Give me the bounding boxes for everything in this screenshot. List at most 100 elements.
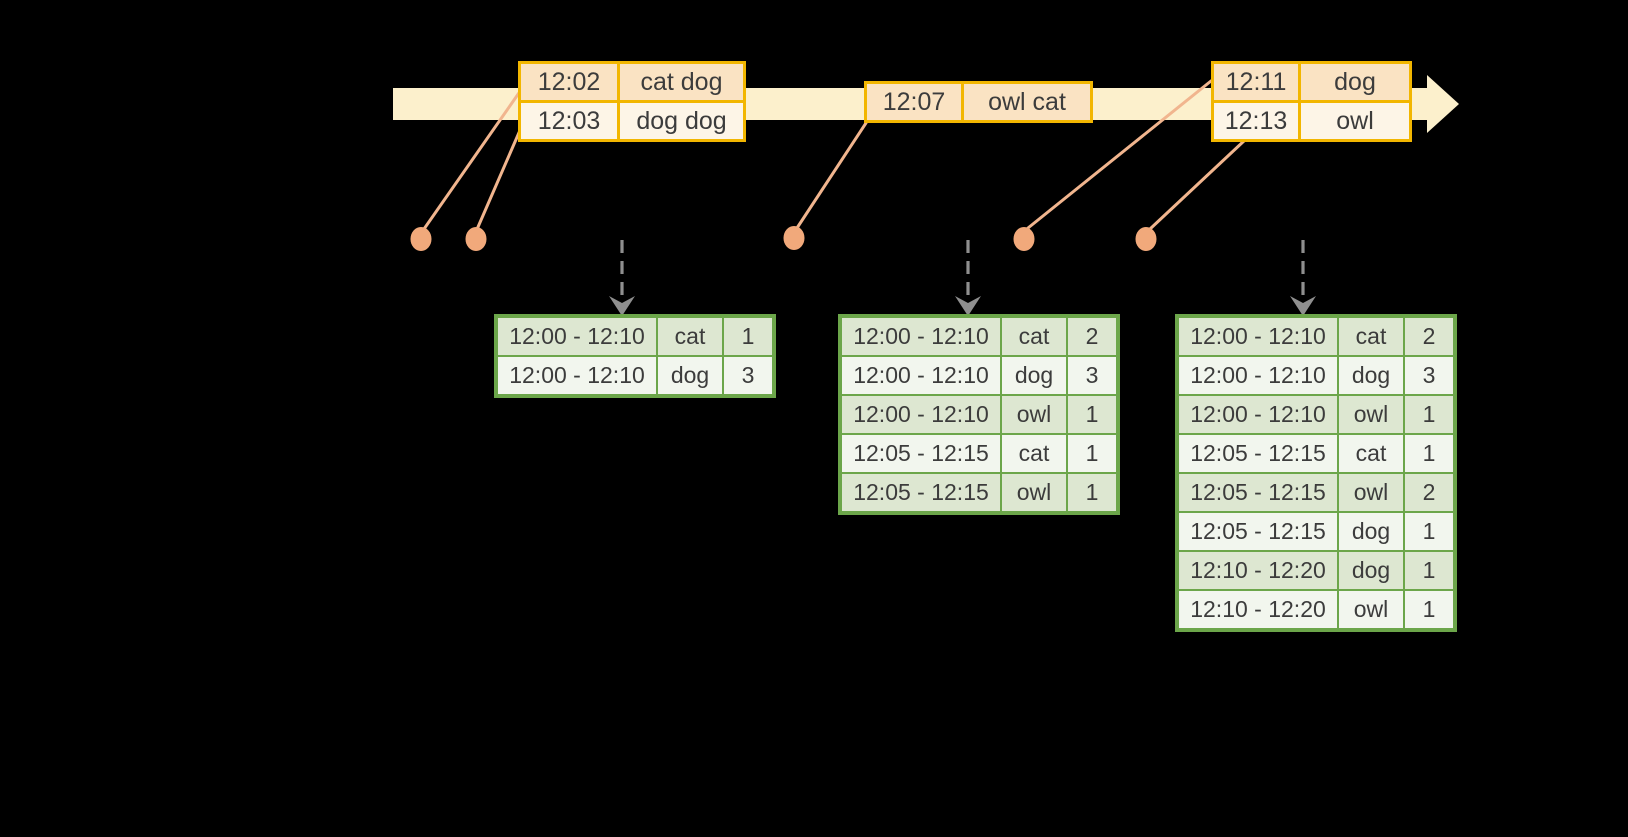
table-cell: 12:05 - 12:15 [1176, 511, 1339, 552]
table-cell: owl [1337, 394, 1405, 435]
event-dot-icon [1135, 227, 1157, 251]
table-cell: cat [656, 315, 724, 357]
table-cell: 12:10 - 12:20 [1176, 550, 1339, 591]
table-cell: owl [1000, 472, 1068, 514]
table-cell: cat dog [617, 61, 746, 103]
table-cell: dog dog [617, 100, 746, 142]
table-cell: cat [1337, 315, 1405, 357]
connector-line [1026, 79, 1213, 230]
table-cell: 3 [1403, 355, 1456, 396]
table-cell: 12:00 - 12:10 [839, 394, 1002, 435]
timeline-arrowhead-icon [1427, 75, 1459, 133]
table-cell: 12:13 [1211, 100, 1301, 142]
table-cell: 2 [1066, 315, 1119, 357]
table-cell: 12:05 - 12:15 [839, 472, 1002, 514]
trigger-arrowhead-icon [1290, 296, 1316, 316]
table-cell: 1 [1066, 394, 1119, 435]
table-cell: owl [1337, 472, 1405, 513]
event-dot-icon [465, 227, 487, 251]
table-cell: 3 [1066, 355, 1119, 396]
table-cell: 12:00 - 12:10 [1176, 355, 1339, 396]
table-cell: owl [1337, 589, 1405, 631]
table-cell: dog [1337, 511, 1405, 552]
table-cell: 12:07 [864, 81, 964, 123]
table-cell: 1 [1403, 433, 1456, 474]
table-cell: 1 [1066, 433, 1119, 474]
connector-line [476, 126, 523, 229]
table-cell: dog [1337, 355, 1405, 396]
table-cell: 1 [1403, 550, 1456, 591]
table-cell: 3 [722, 355, 775, 397]
table-cell: 12:03 [518, 100, 620, 142]
table-cell: 12:11 [1211, 61, 1301, 103]
table-cell: cat [1337, 433, 1405, 474]
event-dots [410, 226, 1157, 251]
table-cell: 12:00 - 12:10 [839, 355, 1002, 396]
connector-line [1148, 138, 1247, 231]
event-dot-icon [410, 227, 432, 251]
table-cell: 1 [1403, 394, 1456, 435]
table-cell: dog [1337, 550, 1405, 591]
table-cell: 2 [1403, 315, 1456, 357]
connector-line [422, 88, 523, 231]
table-cell: 2 [1403, 472, 1456, 513]
table-cell: 1 [722, 315, 775, 357]
event-dot-icon [1013, 227, 1035, 251]
event-dot-icon [783, 226, 805, 250]
table-cell: owl cat [961, 81, 1093, 123]
table-cell: cat [1000, 315, 1068, 357]
table-cell: 12:05 - 12:15 [839, 433, 1002, 474]
trigger-arrows [609, 240, 1316, 316]
table-cell: 12:00 - 12:10 [1176, 394, 1339, 435]
trigger-arrowhead-icon [609, 296, 635, 316]
table-cell: cat [1000, 433, 1068, 474]
table-cell: owl [1000, 394, 1068, 435]
table-cell: 12:00 - 12:10 [495, 355, 658, 397]
table-cell: dog [1298, 61, 1412, 103]
connector-line [795, 121, 868, 230]
table-cell: dog [656, 355, 724, 397]
table-cell: 1 [1403, 589, 1456, 631]
table-cell: 12:02 [518, 61, 620, 103]
table-cell: 12:05 - 12:15 [1176, 433, 1339, 474]
trigger-arrowhead-icon [955, 296, 981, 316]
table-cell: 12:00 - 12:10 [1176, 315, 1339, 357]
table-cell: 12:00 - 12:10 [839, 315, 1002, 357]
table-cell: 1 [1403, 511, 1456, 552]
table-cell: dog [1000, 355, 1068, 396]
table-cell: 12:00 - 12:10 [495, 315, 658, 357]
